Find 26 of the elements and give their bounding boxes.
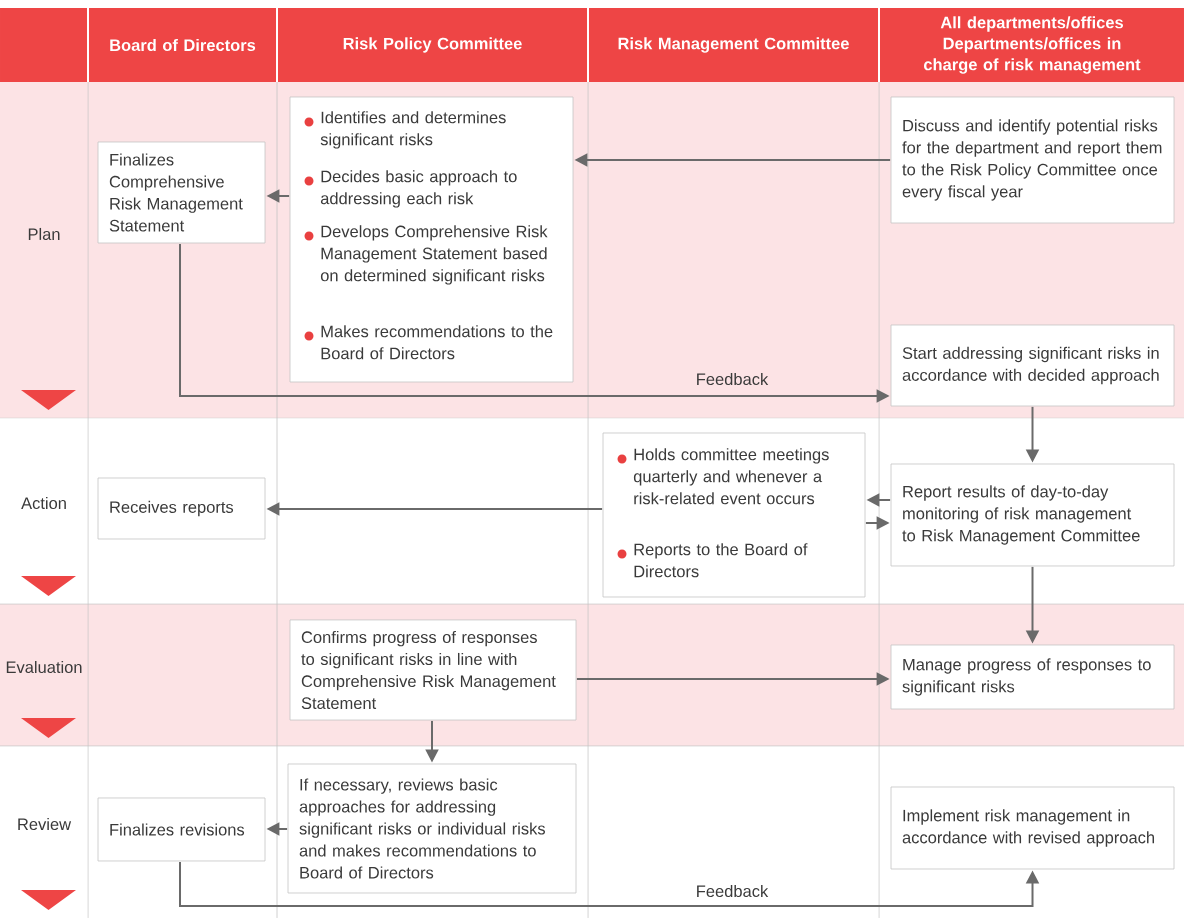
process-box: Finalizes Comprehensive Risk Management Statement <box>97 141 266 244</box>
process-box: Confirms progress of responses to significant risks in line with Comprehensive Risk Management Statement <box>289 619 577 721</box>
process-box: Implement risk management in accordance with revised approach <box>890 786 1175 870</box>
process-box: Report results of day-to-day monitoring of risk management to Risk Management Committee <box>890 463 1175 567</box>
edge-label: Feedback <box>697 884 769 898</box>
bullet-text: Makes recommendations to the Board of Directors <box>321 325 553 360</box>
edge-label: Feedback <box>697 372 769 386</box>
process-box: Receives reports <box>97 477 266 540</box>
process-box: Finalizes revisions <box>97 797 266 862</box>
row-label: Action <box>21 496 66 510</box>
column-header: Risk Policy Committee <box>278 8 587 82</box>
process-box: If necessary, reviews basic approaches for addressing significant risks or individual risks and makes recommendations to Board of Directors <box>287 763 577 894</box>
bullet-text: Reports to the Board of Directors <box>634 543 808 578</box>
row-label: Plan <box>28 227 60 241</box>
column-header: Risk Management Committee <box>589 8 878 82</box>
bullet-text: Develops Comprehensive Risk Management Statement based on determined significant risks <box>320 225 548 285</box>
bullet-text: Identifies and determines significant risks <box>320 111 506 149</box>
column-header: Board of Directors <box>89 8 276 82</box>
column-header: All departments/offices Departments/offices in charge of risk management <box>880 8 1184 82</box>
process-box: Start addressing significant risks in accordance with decided approach <box>890 324 1175 407</box>
bullet-text: Decides basic approach to addressing each risk <box>320 170 517 208</box>
row-label: Evaluation <box>6 660 82 674</box>
bullet-text: Holds committee meetings quarterly and whenever a risk-related event occurs <box>633 448 829 505</box>
process-box: Manage progress of responses to significant risks <box>890 644 1175 710</box>
row-label: Review <box>18 817 72 831</box>
process-box: Discuss and identify potential risks for the department and report them to the Risk Policy Committee once every fiscal year <box>890 96 1175 224</box>
